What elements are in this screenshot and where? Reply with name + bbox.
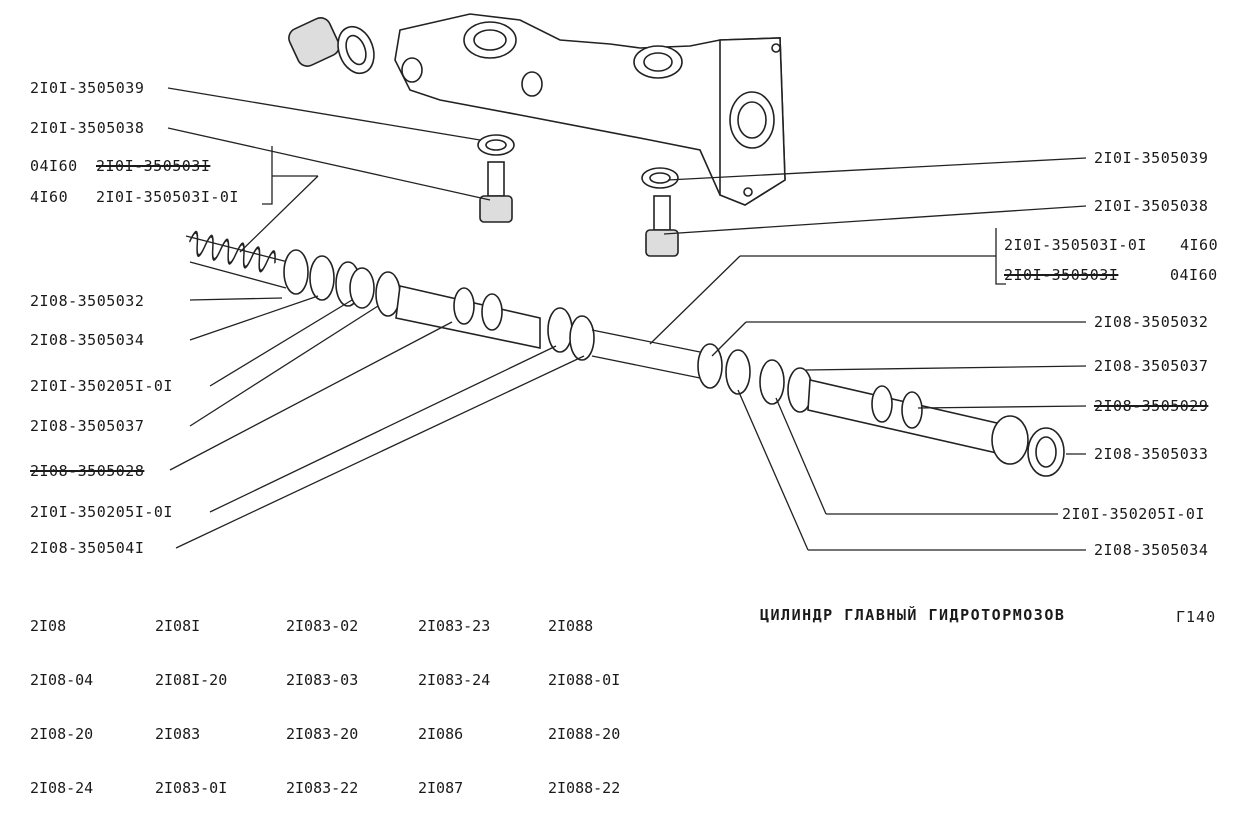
label-right-6: 04I60 [1170, 266, 1218, 284]
model-item: 2I08 [30, 617, 67, 635]
label-left-8: 2I08-3505034 [30, 331, 145, 349]
label-right-5: 2I0I-350503I [1004, 266, 1119, 284]
model-item: 2I08I-20 [155, 671, 228, 689]
model-item: 2I083-24 [418, 671, 491, 689]
label-right-10: 2I08-3505033 [1094, 445, 1209, 463]
label-right-7: 2I08-3505032 [1094, 313, 1209, 331]
model-item: 2I083-0I [155, 779, 228, 797]
label-left-12: 2I0I-350205I-0I [30, 503, 173, 521]
label-left-7: 2I08-3505032 [30, 292, 145, 310]
page-number: Г140 [1176, 608, 1217, 626]
label-right-12: 2I08-3505034 [1094, 541, 1209, 559]
model-item: 2I087 [418, 779, 464, 797]
label-left-9: 2I0I-350205I-0I [30, 377, 173, 395]
label-left-11: 2I08-3505028 [30, 462, 145, 480]
model-item: 2I083-22 [286, 779, 359, 797]
piston-assembly [185, 230, 1065, 477]
page-title: ЦИЛИНДР ГЛАВНЫЙ ГИДРОТОРМОЗОВ [760, 606, 1066, 624]
label-left-2: 2I0I-3505038 [30, 119, 145, 137]
exploded-parts-diagram [167, 13, 1087, 551]
cylinder-body [394, 13, 786, 206]
label-right-2: 2I0I-3505038 [1094, 197, 1209, 215]
leader-lines [167, 87, 1087, 551]
label-right-8: 2I08-3505037 [1094, 357, 1209, 375]
model-item: 2I083 [155, 725, 201, 743]
model-item: 2I088-0I [548, 671, 621, 689]
models-column-4: 2I083-23 2I083-24 2I086 2I087 [418, 581, 490, 815]
label-right-4: 4I60 [1180, 236, 1219, 254]
label-left-1: 2I0I-3505039 [30, 79, 145, 97]
model-item: 2I08-24 [30, 779, 94, 797]
label-right-11: 2I0I-350205I-0I [1062, 505, 1205, 523]
models-column-3: 2I083-02 2I083-03 2I083-20 2I083-22 [286, 581, 358, 815]
label-left-13: 2I08-350504I [30, 539, 145, 557]
plug-and-washer [288, 17, 375, 75]
label-right-1: 2I0I-3505039 [1094, 149, 1209, 167]
model-item: 2I088-22 [548, 779, 621, 797]
label-left-6: 2I0I-350503I-0I [96, 188, 239, 206]
washer-bolt-right [641, 167, 679, 257]
model-item: 2I083-02 [286, 617, 359, 635]
model-item: 2I08-04 [30, 671, 94, 689]
models-column-5: 2I088 2I088-0I 2I088-20 2I088-22 [548, 581, 620, 815]
model-item: 2I08-20 [30, 725, 94, 743]
washer-bolt-left [477, 134, 515, 223]
model-item: 2I088-20 [548, 725, 621, 743]
label-left-5: 4I60 [30, 188, 69, 206]
label-left-4: 2I0I-350503I [96, 157, 211, 175]
model-item: 2I088 [548, 617, 594, 635]
label-right-3: 2I0I-350503I-0I [1004, 236, 1147, 254]
model-item: 2I083-03 [286, 671, 359, 689]
models-column-2: 2I08I 2I08I-20 2I083 2I083-0I [155, 581, 227, 815]
model-item: 2I086 [418, 725, 464, 743]
label-left-10: 2I08-3505037 [30, 417, 145, 435]
label-left-3: 04I60 [30, 157, 78, 175]
models-column-1: 2I08 2I08-04 2I08-20 2I08-24 [30, 581, 93, 815]
label-right-9: 2I08-3505029 [1094, 397, 1209, 415]
model-item: 2I083-20 [286, 725, 359, 743]
model-item: 2I083-23 [418, 617, 491, 635]
model-item: 2I08I [155, 617, 201, 635]
